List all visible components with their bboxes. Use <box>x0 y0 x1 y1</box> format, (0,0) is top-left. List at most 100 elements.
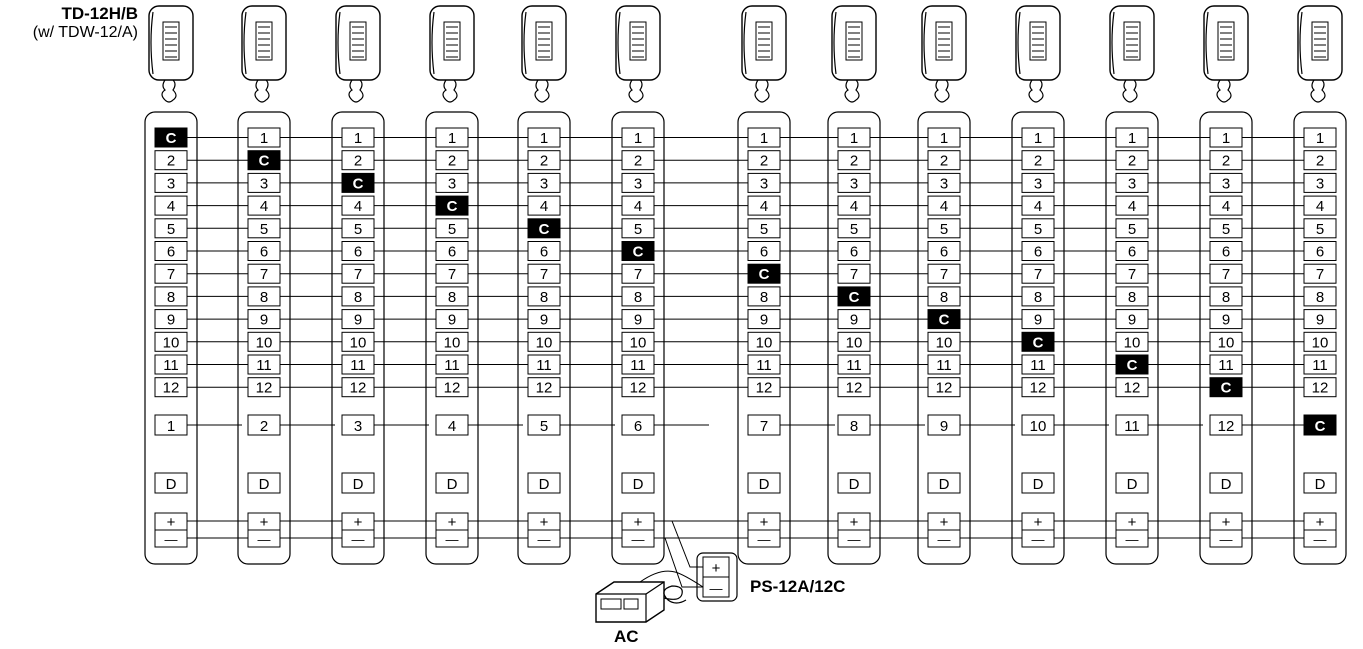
psu-terminal-frame <box>696 552 738 602</box>
terminal-strip-frame <box>737 111 791 565</box>
call-terminal <box>837 354 871 375</box>
call-terminal <box>527 172 561 193</box>
call-terminal <box>927 377 961 398</box>
call-terminal-label: 6 <box>448 244 456 261</box>
call-terminal-label: 3 <box>1034 175 1042 192</box>
call-terminal-label: 6 <box>760 244 768 261</box>
call-terminal <box>1115 172 1149 193</box>
call-terminal <box>154 218 188 239</box>
call-terminal-label: 5 <box>850 221 858 238</box>
common-terminal <box>747 263 781 284</box>
call-terminal <box>1115 150 1149 171</box>
call-terminal-label: 9 <box>540 312 548 329</box>
handset-icon <box>241 5 287 103</box>
door-terminal-label: D <box>1127 476 1138 493</box>
call-terminal <box>927 150 961 171</box>
call-terminal <box>1115 377 1149 398</box>
call-terminal-label: 2 <box>634 153 642 170</box>
call-terminal <box>621 377 655 398</box>
door-terminal <box>837 472 871 494</box>
call-terminal <box>435 354 469 375</box>
ac-label: AC <box>614 627 639 646</box>
call-terminal-label: 9 <box>167 312 175 329</box>
call-terminal-label: 10 <box>1124 334 1141 351</box>
call-terminal-label: 5 <box>167 221 175 238</box>
door-terminal <box>1303 472 1337 494</box>
call-terminal-label: 7 <box>354 266 362 283</box>
call-terminal-label: 2 <box>850 153 858 170</box>
call-terminal-label: 4 <box>1034 198 1042 215</box>
call-terminal <box>1303 241 1337 261</box>
plus-label: + <box>760 514 769 531</box>
call-terminal-label: 4 <box>850 198 858 215</box>
call-terminal-label: 6 <box>540 244 548 261</box>
call-terminal <box>837 172 871 193</box>
call-terminal <box>435 263 469 284</box>
station-number-box <box>247 414 281 436</box>
call-terminal-label: 5 <box>1034 221 1042 238</box>
call-terminal-label: 9 <box>1222 312 1230 329</box>
call-terminal-label: 11 <box>756 357 772 374</box>
call-terminal <box>621 150 655 171</box>
door-terminal-label: D <box>259 476 270 493</box>
call-terminal <box>435 331 469 352</box>
call-terminal <box>1209 172 1243 193</box>
door-terminal-label: D <box>539 476 550 493</box>
call-terminal <box>621 218 655 239</box>
call-terminal <box>1021 354 1055 375</box>
call-terminal <box>154 309 188 330</box>
station-number-label: 9 <box>940 418 948 435</box>
call-terminal <box>747 241 781 261</box>
plus-label: + <box>354 514 363 531</box>
minus-label: — <box>446 532 459 547</box>
call-terminal <box>247 331 281 352</box>
door-terminal-label: D <box>1033 476 1044 493</box>
station-number-label: 6 <box>634 418 642 435</box>
call-terminal <box>1303 150 1337 171</box>
common-terminal <box>621 241 655 261</box>
call-terminal-label: 3 <box>167 175 175 192</box>
call-terminal <box>927 331 961 352</box>
call-terminal <box>247 195 281 216</box>
call-terminal-label: 6 <box>850 244 858 261</box>
terminal-strip-frame <box>237 111 291 565</box>
call-terminal <box>1115 286 1149 307</box>
door-terminal <box>1115 472 1149 494</box>
door-terminal <box>154 472 188 494</box>
call-terminal <box>527 263 561 284</box>
call-terminal <box>927 195 961 216</box>
common-terminal-label: C <box>259 153 270 170</box>
plus-label: + <box>167 514 176 531</box>
call-terminal <box>435 150 469 171</box>
station-number-label: 12 <box>1218 418 1235 435</box>
minus-label: — <box>1314 532 1327 547</box>
call-terminal-label: 5 <box>260 221 268 238</box>
call-terminal <box>435 172 469 193</box>
call-terminal <box>341 286 375 307</box>
call-terminal <box>247 263 281 284</box>
handset-icon <box>1203 5 1249 103</box>
call-terminal <box>341 195 375 216</box>
common-terminal <box>435 195 469 216</box>
door-terminal-label: D <box>939 476 950 493</box>
call-terminal <box>154 241 188 261</box>
call-terminal-label: 10 <box>756 334 773 351</box>
door-terminal <box>435 472 469 494</box>
terminal-strip-frame <box>827 111 881 565</box>
call-terminal-label: 5 <box>1222 221 1230 238</box>
door-terminal <box>621 472 655 494</box>
door-terminal-label: D <box>633 476 644 493</box>
common-terminal-label: C <box>1033 334 1044 351</box>
call-terminal-label: 12 <box>630 380 647 397</box>
terminal-strip-frame <box>425 111 479 565</box>
power-supply: +— <box>595 520 738 623</box>
call-terminal-label: 12 <box>444 380 461 397</box>
call-terminal-label: 8 <box>167 289 175 306</box>
call-terminal-label: 8 <box>448 289 456 306</box>
call-terminal-label: 9 <box>850 312 858 329</box>
call-terminal-label: 6 <box>1034 244 1042 261</box>
call-terminal-label: 5 <box>448 221 456 238</box>
